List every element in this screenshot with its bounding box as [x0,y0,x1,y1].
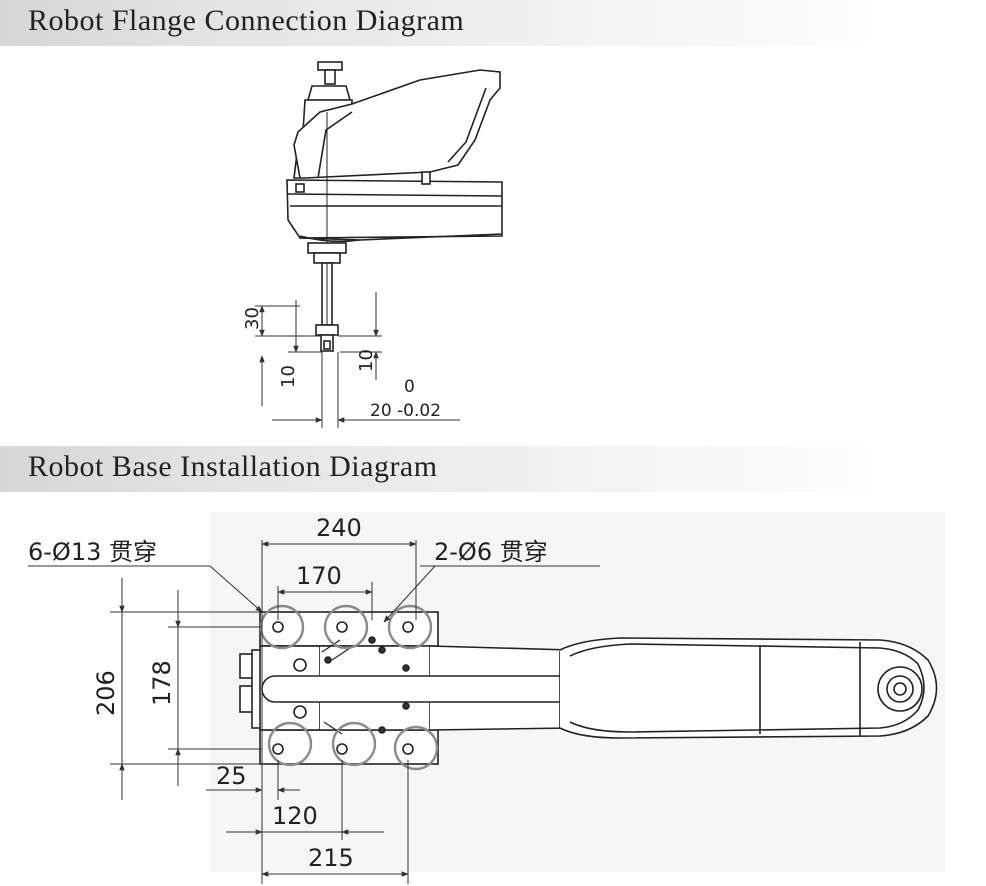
dim-206: 206 [92,670,120,716]
base-dimensions [28,540,600,884]
dim-30: 30 [242,307,263,330]
dim-120: 120 [272,802,318,830]
section-header-flange: Robot Flange Connection Diagram [0,0,906,46]
base-dimension-labels: 6-Ø13 贯穿 2-Ø6 贯穿 240 170 206 178 25 120 … [28,514,548,872]
dim-178: 178 [148,660,176,706]
dim-10-right: 10 [356,349,377,372]
hole-marker [323,604,369,650]
dim-170: 170 [296,562,342,590]
hole-marker [331,721,377,767]
section-title: Robot Base Installation Diagram [28,450,438,483]
dim-10-left: 10 [278,365,299,388]
robot-arm-side-view [286,61,503,352]
callout-holes-large: 6-Ø13 贯穿 [28,538,157,566]
flange-dimensions [255,292,460,428]
flange-dimension-labels: 30 10 10 0 20 -0.02 [242,307,441,421]
hole-marker [387,604,433,650]
hole-marker [393,725,439,771]
dim-tolerance-upper: 0 [404,377,415,397]
dim-240: 240 [316,514,362,542]
section-header-base: Robot Base Installation Diagram [0,446,906,492]
dim-215: 215 [308,844,354,872]
dim-20-tolerance: 20 -0.02 [370,401,441,421]
robot-base-top-view [239,611,938,765]
callout-holes-small: 2-Ø6 贯穿 [434,538,548,566]
section-title: Robot Flange Connection Diagram [28,4,465,37]
dim-25: 25 [216,762,247,790]
hole-marker [267,721,313,767]
